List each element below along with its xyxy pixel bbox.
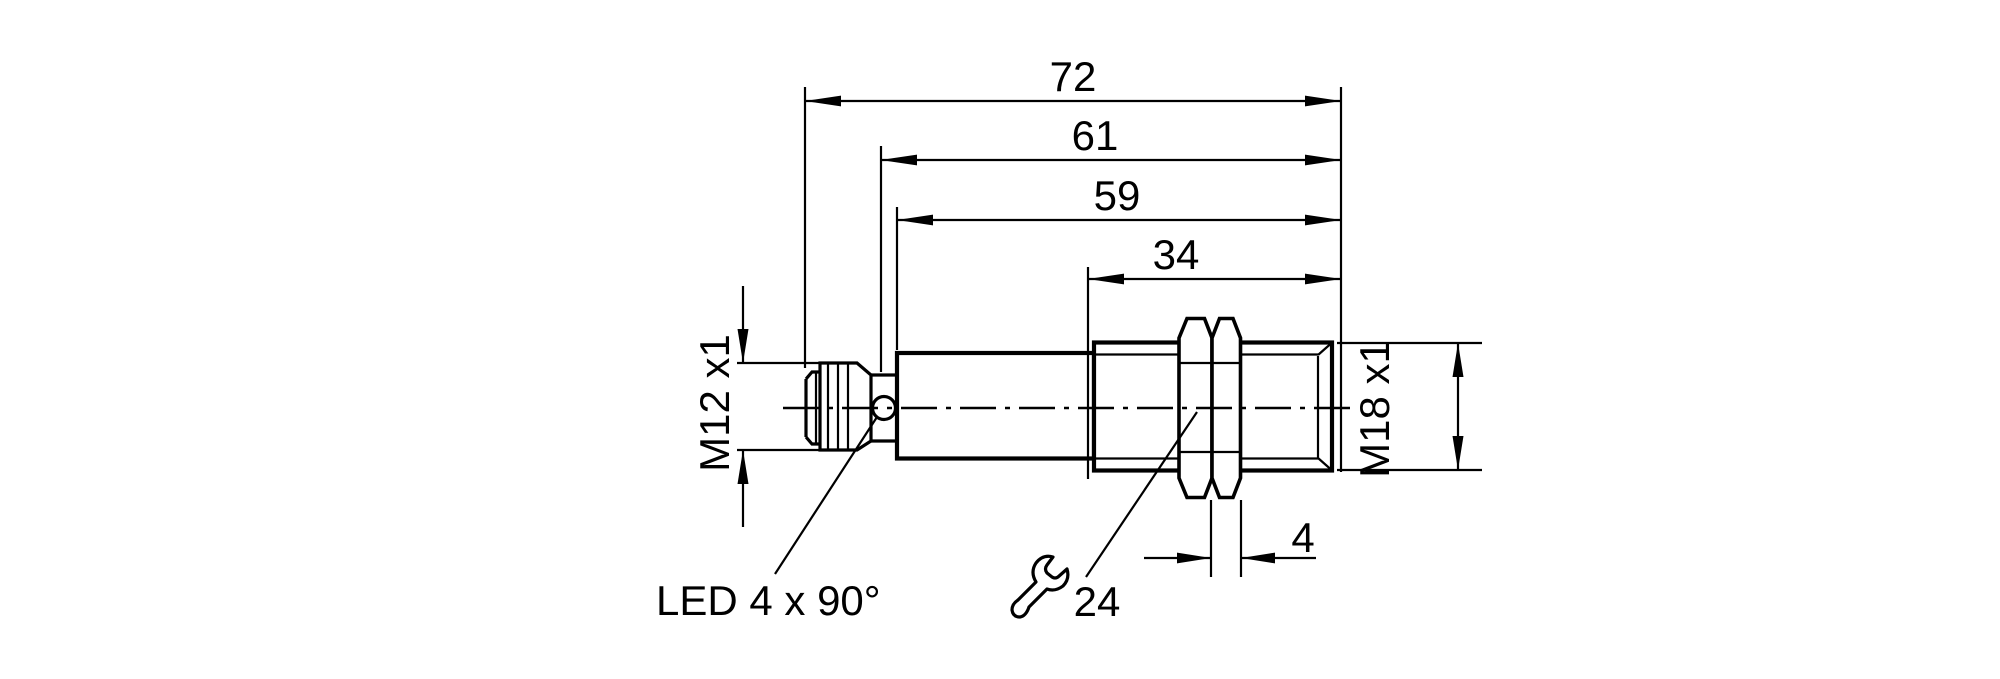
nut-facet-lines — [1179, 361, 1241, 454]
connector-neck — [871, 373, 897, 443]
extension-lines-horizontal-dims — [803, 87, 1343, 479]
led-label: LED 4 x 90° — [656, 577, 881, 624]
dim-label-72: 72 — [1050, 53, 1097, 100]
arrowhead-right — [1305, 95, 1341, 107]
arrowhead-down — [737, 329, 749, 363]
connector-m12 — [804, 361, 897, 452]
dimension-72: 72 — [805, 53, 1341, 107]
wrench-size-label: 24 — [1074, 578, 1121, 625]
wrench-callout: 24 — [1010, 411, 1198, 625]
sensor-body — [804, 316, 1335, 500]
dim-label-61: 61 — [1072, 112, 1119, 159]
dimension-61: 61 — [881, 112, 1341, 166]
led-leader-line — [774, 416, 878, 575]
housing-barrel — [894, 350, 1097, 461]
led-callout: LED 4 x 90° — [656, 416, 881, 624]
dimension-4: 4 — [1144, 500, 1316, 577]
dimension-m12: M12 x1 — [691, 286, 830, 527]
dimension-34: 34 — [1088, 231, 1341, 285]
connector-collar-facets — [826, 363, 850, 450]
arrowhead-left — [805, 95, 841, 107]
dimension-59: 59 — [897, 172, 1341, 226]
arrowhead-up — [737, 450, 749, 484]
dim-label-34: 34 — [1153, 231, 1200, 278]
dim-label-m12: M12 x1 — [691, 334, 738, 472]
dim-label-m18: M18 x1 — [1351, 340, 1398, 478]
dimension-m18: M18 x1 — [1337, 340, 1482, 478]
dim-label-4: 4 — [1291, 514, 1314, 561]
wrench-leader-line — [1085, 411, 1198, 578]
open-end-wrench-icon — [1010, 554, 1070, 619]
dim-label-59: 59 — [1094, 172, 1141, 219]
